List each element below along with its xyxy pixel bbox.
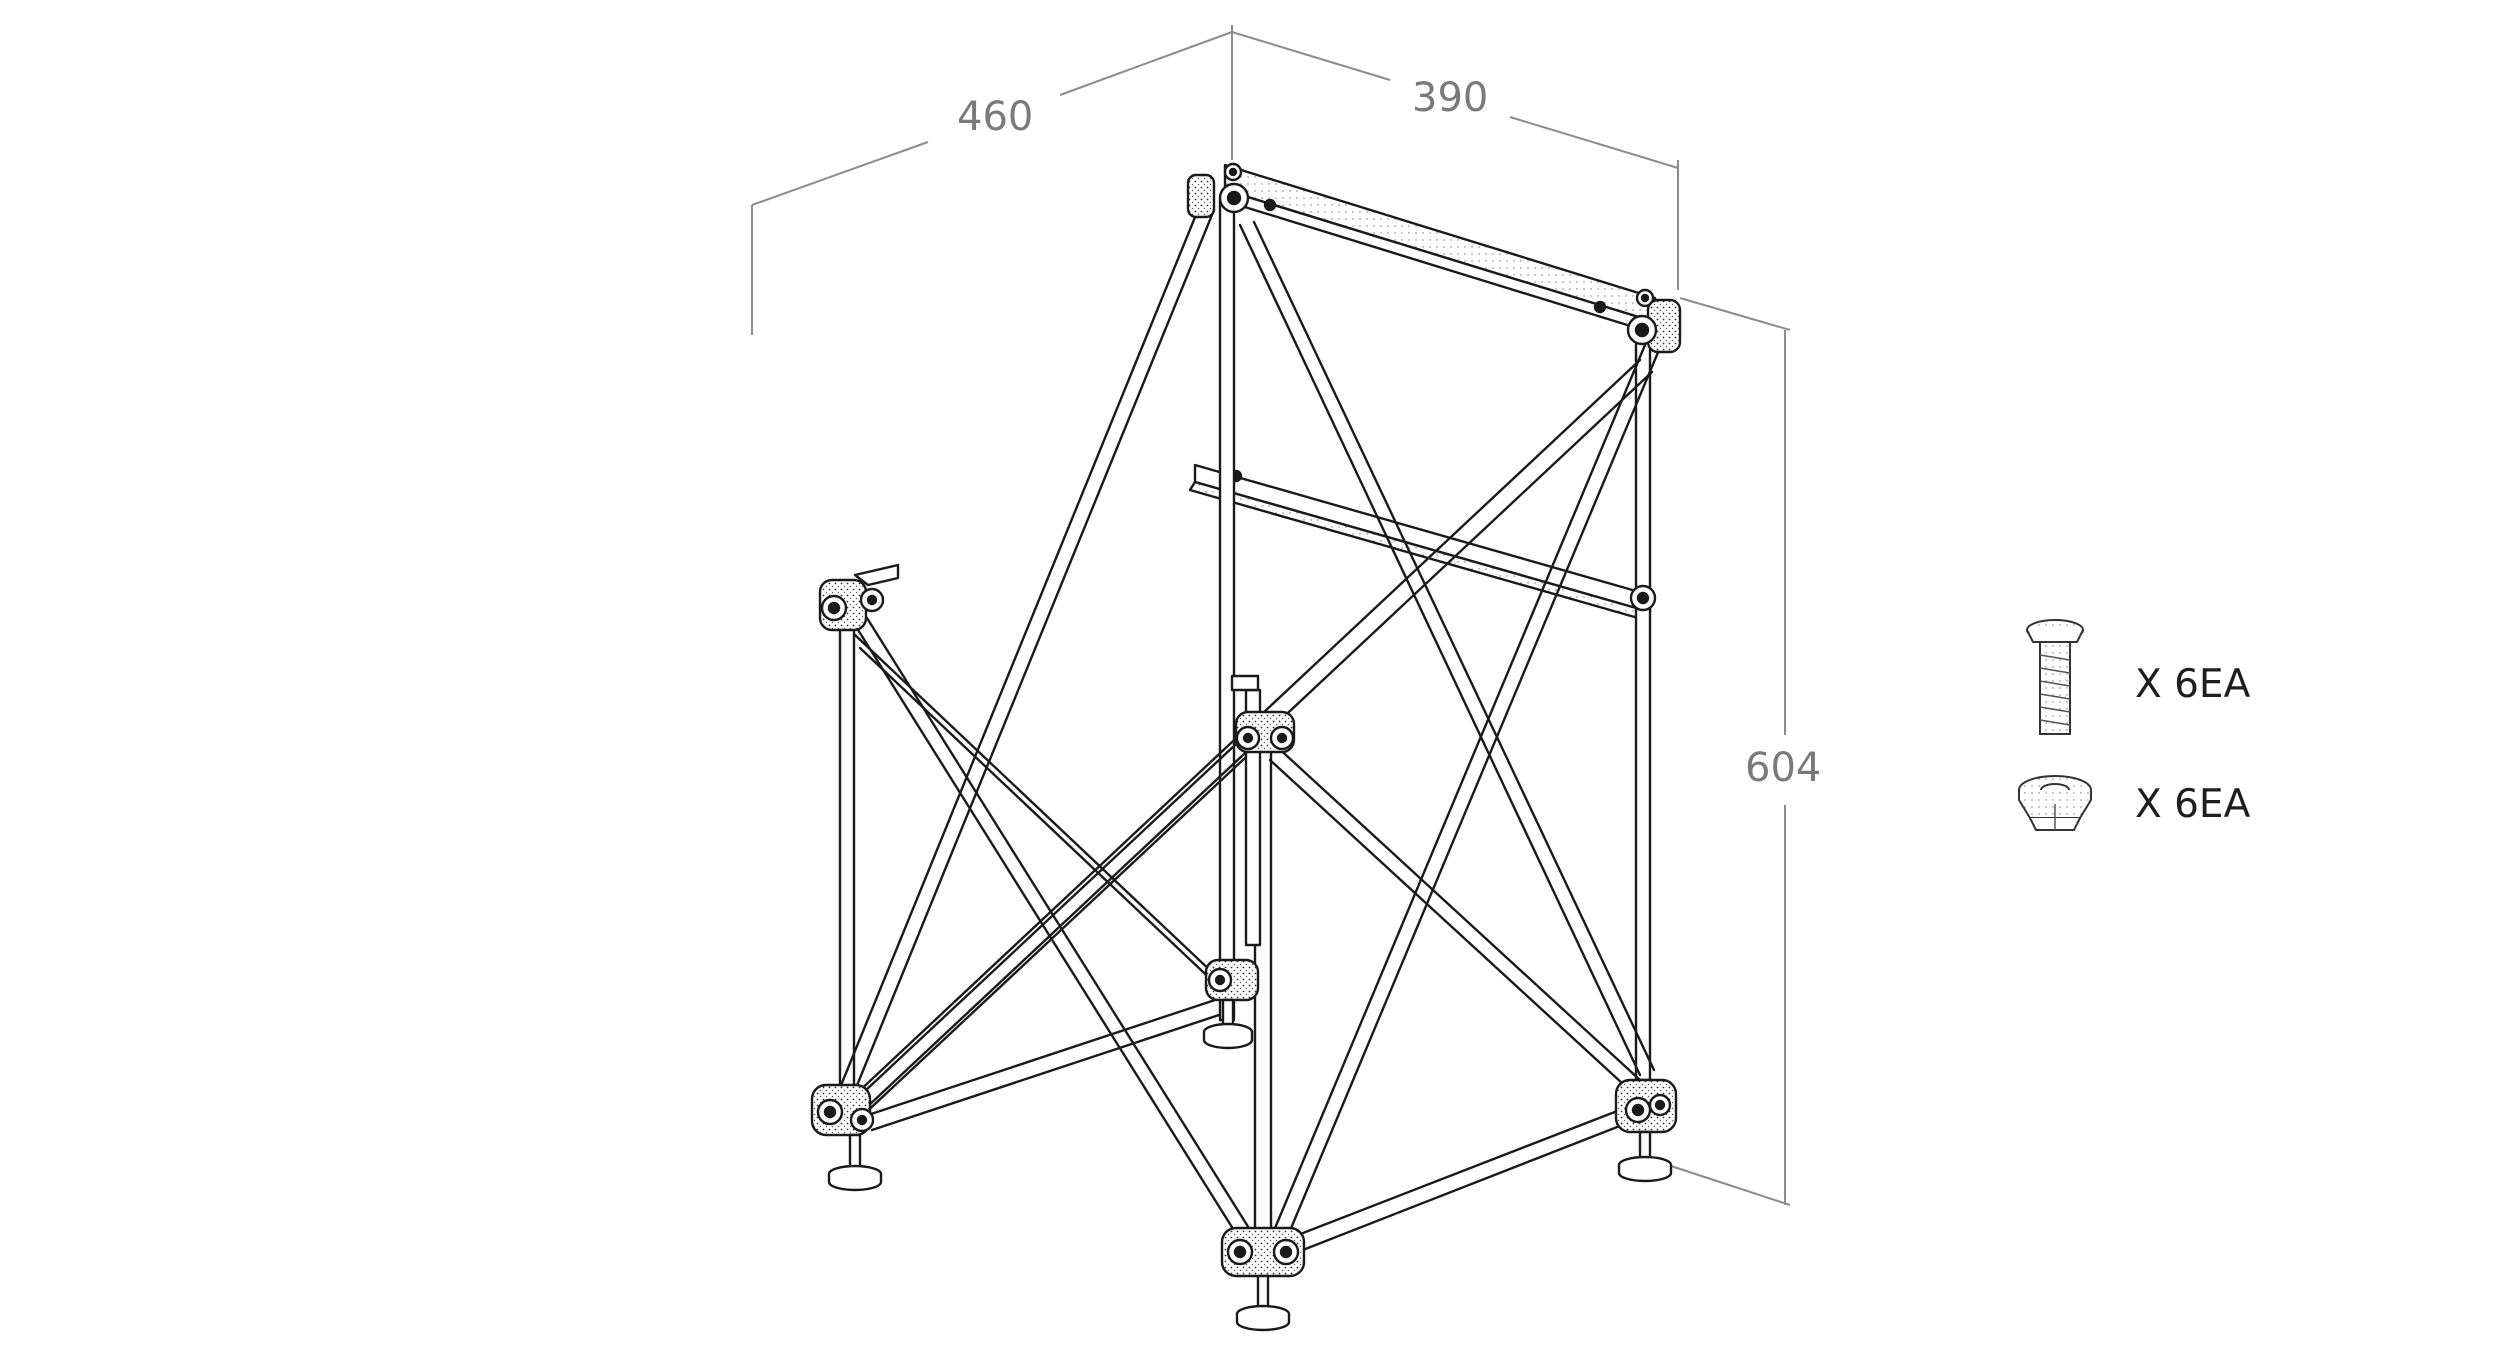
dim-460-line-a: [751, 141, 929, 206]
dimension-lines: [751, 25, 1791, 1206]
joint-rear-bottom-right: [1614, 1078, 1678, 1134]
foot-rear-right: [1617, 1130, 1673, 1183]
dim-604-ext-top: [1679, 297, 1791, 331]
joint-rear-top-right: [1626, 298, 1682, 354]
tube-rear-top-to-front-left: [833, 203, 1216, 1107]
middle-cross-board: [1188, 463, 1652, 622]
joint-rear-bottom-left: [1204, 958, 1260, 1002]
joint-front-left-bottom: [810, 1083, 875, 1137]
tube-center-top-to-right: [1268, 743, 1642, 1097]
dim-460-line-b: [1059, 31, 1233, 96]
foot-front-center: [1235, 1274, 1291, 1332]
joint-rear-mid-right: [1629, 584, 1657, 612]
tube-front-left-to-mid: [853, 633, 1222, 990]
joints: [810, 173, 1682, 1278]
post-front-left: [838, 618, 856, 1102]
tube-rear-top-to-front-right: [1238, 220, 1656, 1077]
dim-390-line-a: [1231, 31, 1391, 81]
leveling-feet: [827, 998, 1673, 1332]
tube-rear-right-to-front-center: [1268, 343, 1661, 1247]
rear-top-board: [1220, 162, 1657, 334]
dim-390-line-b: [1509, 116, 1679, 169]
dim-604-ext-bottom: [1667, 1164, 1791, 1206]
joint-front-left-top: [818, 563, 900, 632]
foot-rear-left: [1202, 998, 1254, 1050]
frame: [810, 162, 1682, 1332]
height-dimension-label: 604: [1745, 745, 1822, 791]
flange-nut-icon: [2018, 775, 2092, 831]
bolt-icon: [2026, 619, 2084, 735]
tube-bottom-right-rail: [1283, 1106, 1632, 1257]
post-rear-right: [1634, 338, 1652, 1082]
tube-bottom-left-rail: [866, 998, 1221, 1132]
post-rear-left: [1218, 198, 1236, 1022]
tube-center-top-to-left: [848, 743, 1247, 1120]
bolt-quantity-label: X 6EA: [2135, 662, 2251, 707]
tube-front-left-to-center: [853, 616, 1254, 1242]
depth-dimension-label: 460: [957, 94, 1034, 140]
width-dimension-label: 390: [1412, 75, 1489, 121]
foot-front-left: [827, 1133, 883, 1192]
nut-quantity-label: X 6EA: [2135, 782, 2251, 827]
joint-rear-top-left: [1186, 173, 1250, 219]
joint-front-center-top: [1230, 674, 1296, 754]
joint-front-center-bottom: [1220, 1226, 1306, 1278]
